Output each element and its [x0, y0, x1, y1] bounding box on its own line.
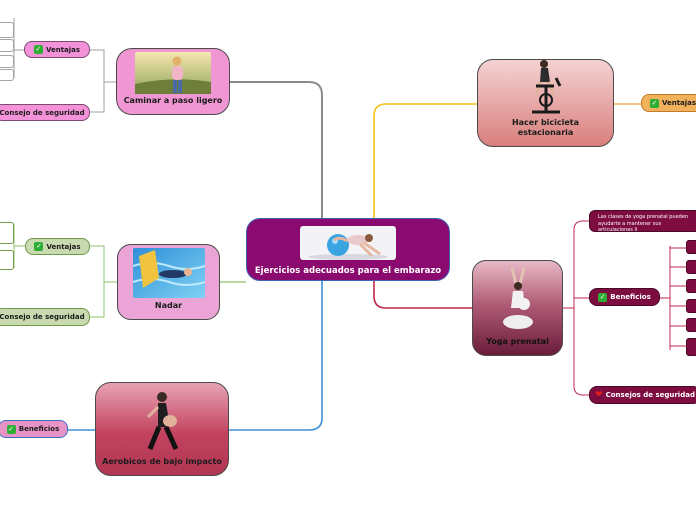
nadar-ventajas-subtopic[interactable]: [0, 250, 14, 270]
check-icon: ✓: [598, 292, 608, 302]
pregnant-woman-exercising-icon: [146, 392, 179, 451]
topic-caminar[interactable]: Caminar a paso ligero: [116, 48, 230, 115]
topic-aerobicos-label: Aerobicos de bajo impacto: [102, 457, 222, 466]
bicicleta-ventajas-label: Ventajas: [661, 99, 696, 107]
topic-yoga[interactable]: Yoga prenatal: [472, 260, 563, 356]
check-icon: ✓: [6, 424, 16, 434]
topic-caminar-label: Caminar a paso ligero: [123, 96, 223, 105]
woman-walking-icon: [135, 51, 211, 94]
yoga-consejos[interactable]: ❤ Consejos de seguridad: [589, 386, 696, 404]
caminar-ventajas-subtopic[interactable]: [0, 22, 14, 38]
stationary-bike-icon: [531, 60, 561, 114]
yoga-beneficio-subtopic[interactable]: [686, 260, 696, 274]
yoga-beneficio-subtopic[interactable]: [686, 318, 696, 332]
yoga-beneficio-subtopic[interactable]: [686, 299, 696, 313]
connector-walk-children: [90, 49, 116, 113]
yoga-nota-text: Las clases de yoga prenatal pueden ayuda…: [598, 214, 689, 232]
nadar-consejo-label: Consejo de seguridad: [0, 313, 85, 321]
central-topic[interactable]: Ejercicios adecuados para el embarazo: [246, 218, 450, 281]
connector-bike: [373, 103, 477, 218]
swim-image: [118, 245, 219, 301]
swimmer-icon: [132, 248, 205, 298]
bike-image: [478, 60, 613, 118]
caminar-consejo[interactable]: Consejo de seguridad: [0, 104, 90, 121]
aero-image: [96, 383, 228, 457]
caminar-ventajas-label: Ventajas: [45, 45, 81, 54]
caminar-ventajas[interactable]: ✓ Ventajas: [24, 41, 90, 58]
yoga-beneficios[interactable]: ✓ Beneficios: [589, 288, 660, 306]
yoga-image: [473, 261, 562, 337]
connector-walk: [230, 81, 323, 218]
connector-swim-children: [90, 245, 117, 318]
topic-aerobicos[interactable]: Aerobicos de bajo impacto: [95, 382, 229, 476]
topic-nadar[interactable]: Nadar: [117, 244, 220, 320]
yoga-consejos-label: Consejos de seguridad: [605, 391, 695, 399]
central-image: [247, 219, 449, 266]
check-icon: ✓: [34, 242, 44, 251]
yoga-beneficios-label: Beneficios: [610, 293, 651, 301]
central-topic-label: Ejercicios adecuados para el embarazo: [254, 266, 442, 276]
bicicleta-ventajas[interactable]: ✓ Ventajas: [641, 94, 696, 112]
check-icon: ✓: [649, 98, 659, 108]
caminar-ventajas-subtopic[interactable]: [0, 69, 14, 81]
check-icon: ✓: [33, 45, 43, 54]
aerobicos-beneficios[interactable]: ✓ Beneficios: [0, 420, 68, 438]
yoga-beneficio-subtopic[interactable]: [686, 338, 696, 356]
topic-bicicleta-label: Hacer bicicleta estacionaria: [511, 118, 580, 137]
connector-aero: [229, 281, 323, 431]
nadar-ventajas-subtopic[interactable]: [0, 222, 14, 244]
connector-yoga-benefits: [660, 246, 686, 350]
yoga-nota[interactable]: Las clases de yoga prenatal pueden ayuda…: [589, 210, 696, 232]
caminar-consejo-label: Consejo de seguridad: [0, 108, 85, 117]
nadar-ventajas-label: Ventajas: [46, 242, 81, 251]
caminar-ventajas-subtopic[interactable]: [0, 39, 14, 52]
topic-nadar-label: Nadar: [154, 301, 183, 310]
caminar-ventajas-subtopic[interactable]: [0, 55, 14, 68]
walk-image: [117, 49, 229, 96]
pregnant-yoga-pose-icon: [502, 267, 533, 329]
connector-yoga: [373, 281, 472, 309]
nadar-consejo[interactable]: Consejo de seguridad: [0, 308, 90, 326]
nadar-ventajas[interactable]: ✓ Ventajas: [25, 238, 90, 255]
yoga-beneficio-subtopic[interactable]: [686, 240, 696, 254]
yoga-beneficio-subtopic[interactable]: [686, 279, 696, 293]
aerobicos-beneficios-label: Beneficios: [18, 425, 60, 433]
topic-yoga-label: Yoga prenatal: [486, 337, 549, 346]
pregnant-exercise-ball-icon: [300, 225, 396, 260]
connector-yoga-children: [563, 220, 589, 396]
topic-bicicleta[interactable]: Hacer bicicleta estacionaria: [477, 59, 614, 147]
heart-icon: ❤: [595, 389, 603, 400]
connector-swim-minis: [0, 224, 25, 268]
